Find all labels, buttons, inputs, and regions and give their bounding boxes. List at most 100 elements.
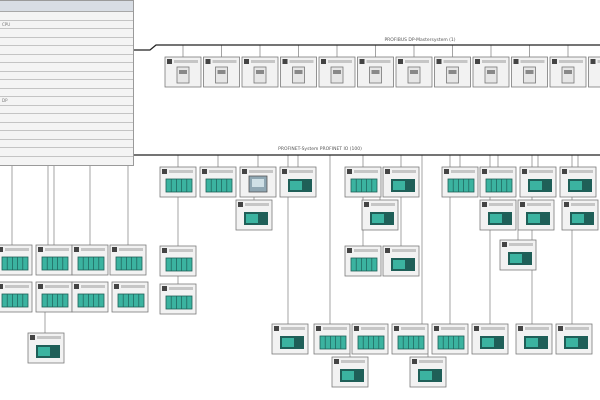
device-label-bar (251, 60, 275, 63)
device-label-bar (481, 327, 505, 330)
device-node[interactable] (519, 166, 557, 198)
device-frame (588, 56, 600, 88)
device-node[interactable] (517, 199, 555, 231)
dp-slave-port-icon (256, 70, 264, 74)
device-status-icon (385, 169, 390, 174)
device-status-icon (167, 59, 172, 64)
device-node[interactable] (279, 166, 317, 198)
device-node[interactable] (35, 244, 73, 276)
drive-display-icon (290, 181, 302, 190)
device-node[interactable] (71, 244, 109, 276)
drive-display-icon (526, 338, 538, 347)
device-status-icon (321, 59, 326, 64)
device-node[interactable] (559, 166, 597, 198)
device-label-bar (482, 60, 506, 63)
cpu-panel-row (0, 114, 133, 123)
device-node[interactable] (313, 323, 351, 355)
device-node[interactable] (361, 199, 399, 231)
device-label-bar (419, 360, 443, 363)
device-node[interactable] (382, 245, 420, 277)
device-node[interactable] (280, 56, 317, 88)
device-node[interactable] (241, 56, 279, 88)
device-label-bar (489, 203, 513, 206)
device-node[interactable] (235, 199, 273, 231)
device-label-bar (597, 60, 600, 63)
device-node[interactable] (109, 244, 147, 276)
device-node[interactable] (471, 323, 509, 355)
device-label-bar (392, 249, 416, 252)
device-node[interactable] (357, 56, 394, 88)
device-node[interactable] (395, 56, 433, 88)
device-label-bar (569, 170, 593, 173)
device-node[interactable] (344, 166, 382, 198)
device-node[interactable] (479, 166, 517, 198)
device-status-icon (38, 247, 43, 252)
cpu-panel-row (0, 38, 133, 46)
device-status-icon (359, 59, 365, 64)
device-node[interactable] (71, 281, 109, 313)
device-node[interactable] (409, 356, 447, 388)
device-status-icon (394, 326, 399, 331)
drive-display-icon (566, 338, 578, 347)
device-status-icon (502, 242, 507, 247)
device-node[interactable] (27, 332, 65, 364)
io-module-icon (77, 293, 105, 308)
device-node[interactable] (515, 323, 553, 355)
device-status-icon (112, 247, 117, 252)
device-node[interactable] (203, 56, 240, 88)
device-node[interactable] (344, 245, 382, 277)
device-node[interactable] (555, 323, 593, 355)
device-node[interactable] (0, 244, 33, 276)
device-node[interactable] (479, 199, 517, 231)
dp-slave-port-icon (371, 70, 380, 74)
dp-slave-icon (523, 66, 536, 84)
drive-display-icon (572, 214, 584, 223)
cpu-panel-row: CPU (0, 21, 133, 29)
device-label-bar (361, 327, 385, 330)
device-status-icon (520, 202, 525, 207)
device-node[interactable] (441, 166, 479, 198)
device-node[interactable] (431, 323, 469, 355)
dp-slave-icon (561, 66, 575, 84)
device-label-bar (81, 285, 105, 288)
device-node[interactable] (199, 166, 237, 198)
device-status-icon (38, 284, 43, 289)
io-module-icon (397, 335, 425, 350)
device-node[interactable] (318, 56, 356, 88)
drive-display-icon (393, 181, 405, 190)
device-node[interactable] (472, 56, 510, 88)
cpu-panel-row (0, 46, 133, 55)
device-node[interactable] (239, 166, 277, 198)
device-status-icon (162, 286, 167, 291)
device-node[interactable] (561, 199, 599, 231)
device-node[interactable] (111, 281, 149, 313)
device-status-icon (513, 59, 519, 64)
device-node[interactable] (159, 166, 197, 198)
device-label-bar (354, 249, 378, 252)
dp-slave-icon (292, 66, 305, 84)
dp-slave-port-icon (487, 70, 495, 74)
device-node[interactable] (351, 323, 389, 355)
dp-slave-port-icon (564, 70, 572, 74)
device-node[interactable] (159, 283, 197, 315)
device-node[interactable] (499, 239, 537, 271)
device-node[interactable] (331, 356, 369, 388)
drive-display-icon (530, 181, 542, 190)
device-node[interactable] (549, 56, 587, 88)
device-label-bar (169, 170, 193, 173)
device-node[interactable] (511, 56, 548, 88)
io-module-icon (350, 257, 378, 272)
cpu-panel-row (0, 63, 133, 72)
device-node[interactable] (164, 56, 202, 88)
cpu-panel-row (0, 55, 133, 63)
device-node[interactable] (434, 56, 471, 88)
device-node[interactable] (588, 56, 600, 88)
device-node[interactable] (271, 323, 309, 355)
device-node[interactable] (159, 245, 197, 277)
device-node[interactable] (35, 281, 73, 313)
device-node[interactable] (382, 166, 420, 198)
device-node[interactable] (0, 281, 33, 313)
device-node[interactable] (391, 323, 429, 355)
dp-slave-port-icon (333, 70, 341, 74)
